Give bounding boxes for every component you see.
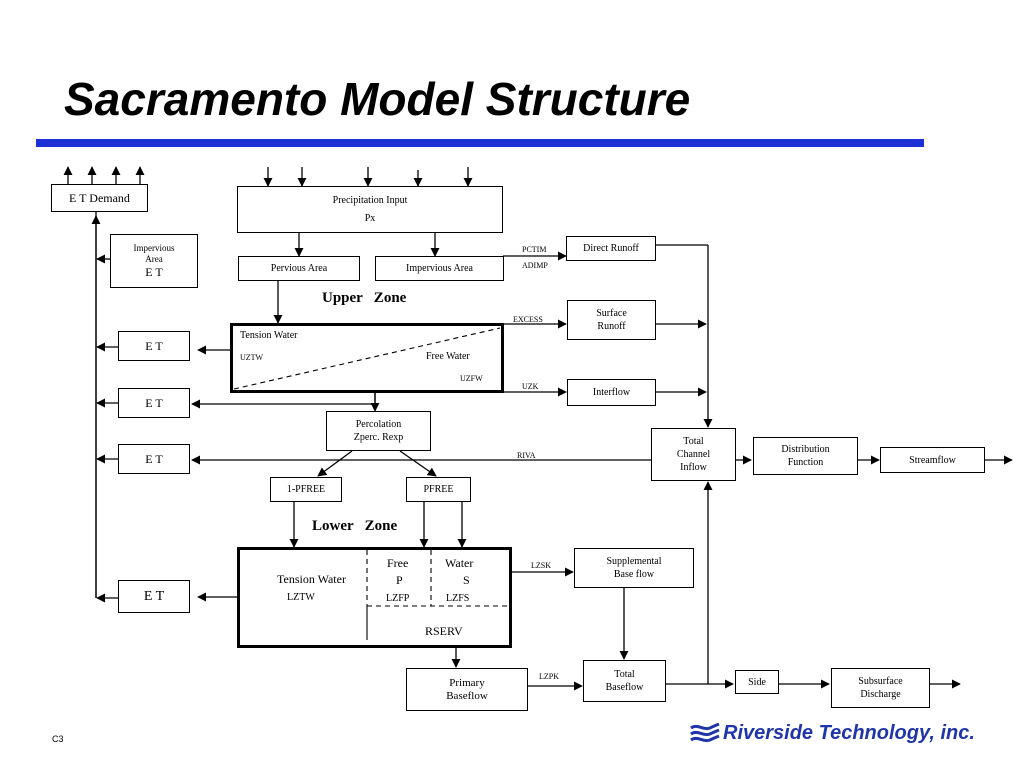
subsurface-l1: Subsurface [858, 676, 903, 687]
upper-free-water-label: Free Water [426, 351, 470, 362]
percolation-box: Percolation Zperc. Rexp [326, 411, 431, 451]
interflow-label: Interflow [592, 387, 631, 398]
company-logo: Riverside Technology, inc. [690, 722, 975, 745]
supplemental-l2: Base flow [613, 569, 655, 580]
percolation-l2: Zperc. Rexp [353, 432, 404, 443]
pervious-area-box: Pervious Area [238, 256, 360, 281]
total-baseflow-l2: Baseflow [605, 682, 644, 693]
distribution-l2: Function [787, 457, 824, 468]
riverside-logo-icon [690, 722, 720, 742]
lower-tension-water-label: Tension Water [277, 572, 346, 586]
direct-runoff-box: Direct Runoff [566, 236, 656, 261]
upper-zone-divider [233, 327, 501, 390]
surface-runoff-l1: Surface [596, 308, 627, 319]
et-label: E T [145, 451, 163, 466]
surface-runoff-l2: Runoff [597, 321, 626, 332]
total-channel-l1: Total [683, 436, 704, 447]
percolation-l1: Percolation [355, 419, 402, 430]
pervious-area-label: Pervious Area [270, 263, 328, 274]
et-box-4: E T [118, 580, 190, 613]
lower-zone-box [237, 547, 512, 648]
title-rule [36, 139, 924, 147]
impervious-area-et-l1: Impervious [133, 243, 175, 253]
pfree-box: PFREE [406, 477, 471, 502]
total-channel-inflow-box: Total Channel Inflow [651, 428, 736, 481]
lower-zone-heading: Lower Zone [312, 518, 398, 534]
side-label: Side [748, 676, 766, 688]
lzfs-label: LZFS [446, 593, 470, 604]
upper-zone-box [230, 323, 504, 393]
page-title: Sacramento Model Structure [64, 73, 691, 125]
riva-label: RIVA [517, 451, 536, 460]
et-label: E T [145, 338, 163, 353]
distribution-function-box: Distribution Function [753, 437, 858, 475]
lztw-label: LZTW [287, 592, 315, 603]
uztw-label: UZTW [240, 353, 264, 362]
one-minus-pfree-label: 1-PFREE [286, 484, 326, 495]
et-label: E T [143, 589, 165, 604]
impervious-area-et-l3: E T [145, 265, 163, 279]
uzk-label: UZK [522, 382, 539, 391]
upper-tension-water-label: Tension Water [240, 330, 298, 341]
lzfp-label: LZFP [386, 593, 410, 604]
direct-runoff-label: Direct Runoff [583, 243, 639, 254]
uzfw-label: UZFW [460, 374, 483, 383]
precip-title: Precipitation Input [332, 195, 408, 206]
impervious-area-et-l2: Area [145, 254, 163, 264]
lower-s-label: S [463, 573, 470, 587]
primary-l2: Baseflow [446, 689, 488, 702]
interflow-box: Interflow [567, 379, 656, 406]
precip-px: Px [364, 213, 376, 224]
total-baseflow-box: Total Baseflow [583, 660, 666, 702]
et-box-1: E T [118, 331, 190, 361]
distribution-l1: Distribution [781, 444, 830, 455]
primary-l1: Primary [449, 676, 485, 689]
streamflow-label: Streamflow [909, 454, 956, 466]
streamflow-box: Streamflow [880, 447, 985, 473]
supplemental-l1: Supplemental [606, 556, 662, 567]
precipitation-input-box: Precipitation Input Px [237, 186, 503, 233]
lzsk-label: LZSK [531, 561, 551, 570]
upper-zone-heading: Upper Zone [322, 290, 407, 306]
lower-water-label: Water [445, 556, 474, 570]
et-demand-box: E T Demand [51, 184, 148, 212]
primary-baseflow-box: Primary Baseflow [406, 668, 528, 711]
excess-label: EXCESS [513, 315, 543, 324]
total-channel-l3: Inflow [680, 462, 707, 473]
pctim-label: PCTIM [522, 245, 547, 254]
company-name: Riverside Technology, inc. [723, 722, 975, 744]
et-demand-label: E T Demand [69, 190, 130, 205]
one-minus-pfree-box: 1-PFREE [270, 477, 342, 502]
rserv-label: RSERV [425, 624, 463, 638]
adimp-label: ADIMP [522, 261, 548, 270]
total-baseflow-l1: Total [614, 669, 635, 680]
slide-number: C3 [52, 734, 64, 744]
impervious-area-et-box: Impervious Area E T [110, 234, 198, 288]
lzpk-label: LZPK [539, 672, 559, 681]
impervious-area-box: Impervious Area [375, 256, 504, 281]
pfree-label: PFREE [423, 484, 454, 495]
surface-runoff-box: Surface Runoff [567, 300, 656, 340]
total-channel-l2: Channel [676, 449, 711, 460]
subsurface-discharge-box: Subsurface Discharge [831, 668, 930, 708]
et-box-3: E T [118, 444, 190, 474]
supplemental-base-flow-box: Supplemental Base flow [574, 548, 694, 588]
et-label: E T [145, 395, 163, 410]
lower-free-label: Free [387, 556, 409, 570]
lower-p-label: P [396, 573, 403, 587]
et-box-2: E T [118, 388, 190, 418]
side-box: Side [735, 670, 779, 694]
impervious-area-label: Impervious Area [406, 263, 473, 274]
subsurface-l2: Discharge [860, 689, 901, 700]
